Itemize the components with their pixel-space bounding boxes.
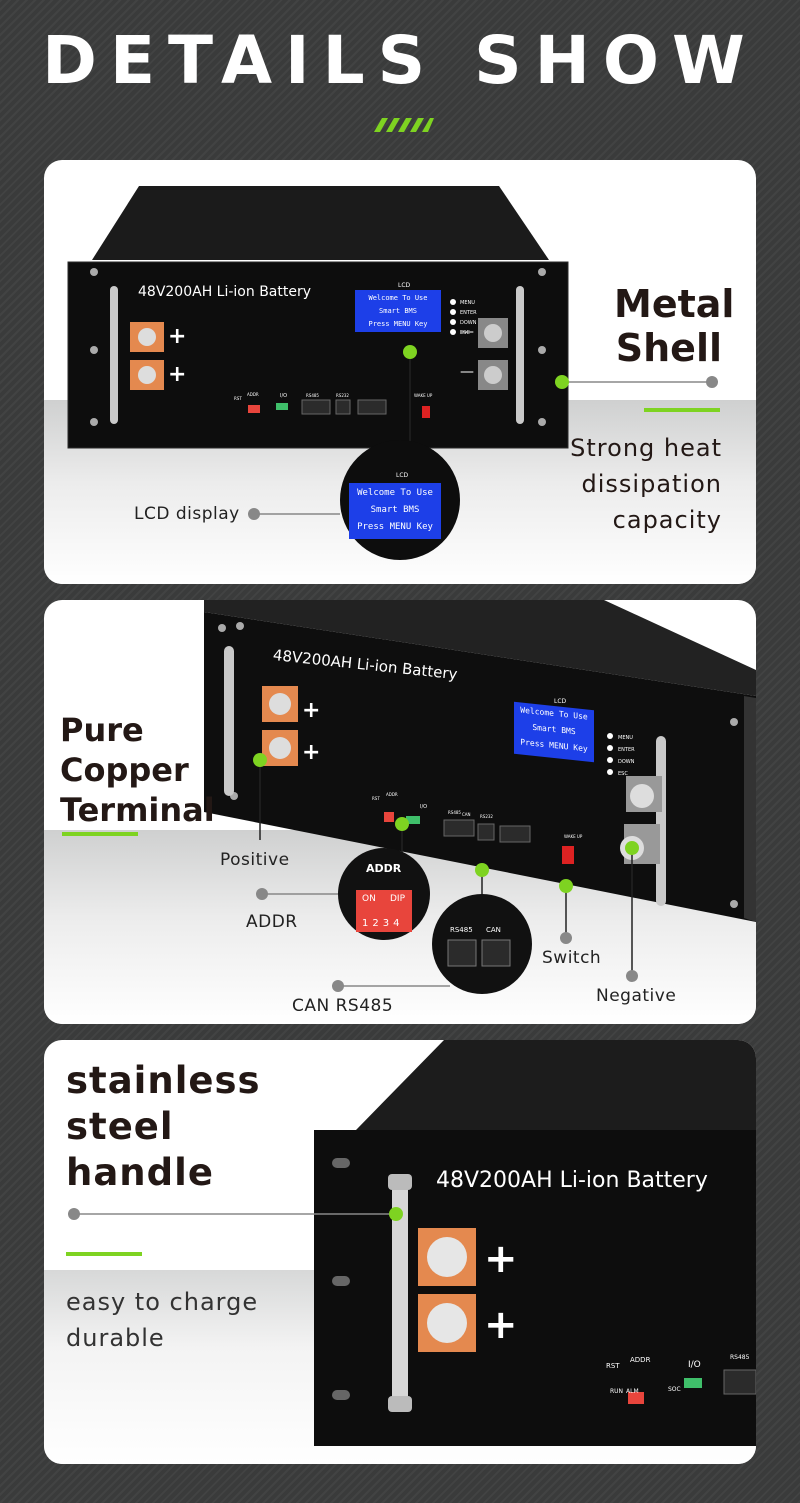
copper-terminal-section: 48V200AH Li-ion Battery LCD Welcome To U… [44, 600, 756, 1024]
addr-zoom-on: ON [362, 894, 376, 904]
rs232-label: RS232 [336, 393, 349, 398]
plus-sign: + [484, 1236, 518, 1282]
callout-switch: Switch [542, 948, 602, 968]
heading-underline [62, 832, 138, 836]
can-label: CAN [462, 812, 471, 817]
callout-can-rs485: CAN RS485 [292, 996, 394, 1016]
minus-sign: — [460, 324, 474, 340]
handle-heading-line2: steel [66, 1105, 174, 1148]
copper-heading-line2: Copper [60, 751, 189, 789]
model-label: 48V200AH Li-ion Battery [138, 284, 312, 300]
desc-line3: capacity [612, 506, 722, 534]
rst-label: RST [234, 396, 242, 401]
lcd-zoom-caption: LCD [396, 472, 409, 479]
addr-label: ADDR [386, 792, 398, 797]
io-label: I/O [688, 1360, 701, 1370]
port-zoom-rs485: RS485 [450, 926, 473, 934]
handle-heading-line3: handle [66, 1151, 214, 1194]
steel-handle-section: 48V200AH Li-ion Battery + + RST ADDR RUN… [44, 1040, 756, 1464]
io-label: I/O [280, 393, 288, 399]
rs485-label: RS485 [730, 1354, 750, 1361]
callout-addr: ADDR [246, 912, 298, 932]
handle-desc-line1: easy to charge [66, 1288, 259, 1316]
rs485-label: RS485 [306, 393, 319, 398]
addr-zoom-numbers: 1234 [362, 918, 404, 929]
soc-label: SOC [668, 1386, 681, 1393]
heading-underline [644, 408, 720, 412]
plus-sign: + [302, 698, 321, 723]
port-zoom-can: CAN [486, 926, 501, 934]
copper-heading-line3: Terminal [60, 791, 215, 829]
lcd-caption: LCD [398, 282, 411, 289]
callout-lcd-display: LCD display [134, 504, 240, 524]
plus-sign: + [484, 1302, 518, 1348]
heading-underline [66, 1252, 142, 1256]
lcd-caption: LCD [554, 698, 567, 705]
callout-positive: Positive [220, 850, 290, 870]
rst-label: RST [606, 1362, 620, 1370]
desc-line2: dissipation [581, 470, 722, 498]
rst-label: RST [372, 796, 380, 801]
handle-desc-line2: durable [66, 1324, 165, 1352]
minus-sign: — [460, 364, 474, 380]
rs232-label: RS232 [480, 814, 493, 819]
page-title: DETAILS SHOW [42, 22, 758, 99]
lcd-screen: Welcome To Use Smart BMS Press MENU Key [514, 701, 594, 763]
metal-heading-line1: Metal [614, 282, 735, 326]
metal-heading-line2: Shell [615, 326, 722, 370]
handle-heading-line1: stainless [66, 1059, 261, 1102]
addr-zoom-dip: DIP [390, 894, 406, 904]
metal-shell-section: 48V200AH Li-ion Battery LCD Welcome To U… [44, 160, 756, 584]
addr-label: ADDR [630, 1356, 651, 1364]
plus-sign: + [168, 324, 187, 349]
desc-line1: Strong heat [570, 434, 722, 462]
title-accent-stripes [374, 118, 434, 132]
battery-closeup-illustration [68, 1040, 756, 1446]
wake-up-label: WAKE UP [414, 393, 433, 398]
callout-negative: Negative [596, 986, 677, 1006]
addr-zoom-title: ADDR [366, 862, 402, 875]
copper-heading-line1: Pure [60, 711, 144, 749]
io-label: I/O [420, 804, 428, 810]
addr-label: ADDR [247, 392, 259, 397]
model-label: 48V200AH Li-ion Battery [436, 1168, 708, 1193]
rs485-label: RS485 [448, 810, 461, 815]
run-label: RUN [610, 1388, 624, 1395]
lcd-screen: Welcome To Use Smart BMS Press MENU Key [355, 290, 441, 332]
alm-label: ALM [626, 1388, 639, 1395]
wake-up-label: WAKE UP [564, 834, 583, 839]
plus-sign: + [168, 362, 187, 387]
battery-angled-illustration [204, 600, 756, 994]
plus-sign: + [302, 740, 321, 765]
lcd-zoom-screen: Welcome To Use Smart BMS Press MENU Key [349, 483, 441, 539]
